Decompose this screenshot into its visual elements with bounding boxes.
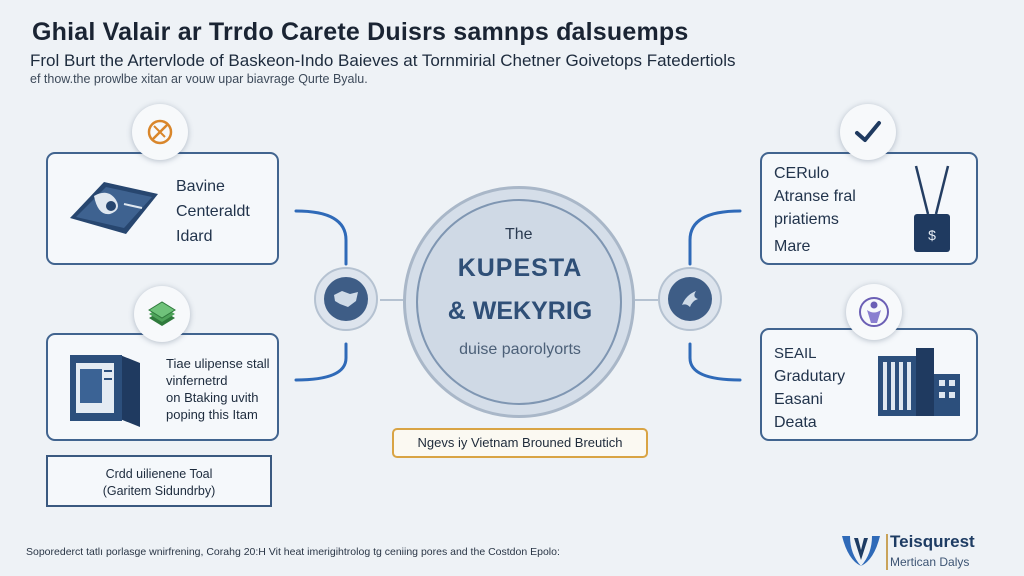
card-top-right: CERulo Atranse fral priatiems Mare $ (760, 152, 978, 265)
money-stack-icon (134, 286, 190, 342)
central-hub (403, 186, 635, 418)
card-mid-right: SEAIL Gradutary Easani Deata (760, 328, 978, 441)
left-node (314, 267, 378, 331)
note-box-line-1: Crdd uilienene Toal (105, 467, 213, 481)
brand-tagline: Mertican Dalys (890, 555, 970, 569)
footer-note: Soporederct tatlı porlasge wnirfrening, … (26, 546, 560, 558)
person-emblem-icon (846, 284, 902, 340)
page-tagline: ef thow.the prowlbe xitan ar vouw upar b… (30, 72, 368, 86)
page-title: Ghial Valair ar Trrdo Carete Duisrs samn… (32, 18, 689, 46)
card-mid-left-line-3: on Btaking uvith (166, 390, 259, 405)
connector-mid-left (294, 342, 348, 382)
tools-icon (132, 104, 188, 160)
card-mid-left: Tiae ulipense stall vinfernetrd on Btaki… (46, 333, 279, 441)
building-icon (878, 348, 960, 416)
brand-name: Teisqurest (890, 532, 975, 551)
dove-icon (668, 277, 712, 321)
brand-logo-icon (842, 536, 880, 566)
hub-title-line-1: KUPESTA (457, 254, 583, 282)
right-node (658, 267, 722, 331)
connector-top-right (688, 209, 742, 266)
connector-mid-right (688, 342, 742, 382)
card-top-left: Bavine Centeraldt Idard (46, 152, 279, 265)
brand-divider (886, 534, 888, 570)
highlight-badge: Ngevs iy Vietnam Brouned Breutich (392, 428, 648, 458)
card-top-right-line-4: Mare (774, 238, 811, 255)
note-box-line-2: (Garitem Sidundrby) (102, 484, 216, 498)
card-top-left-line-1: Bavine (176, 178, 225, 195)
map-icon (324, 277, 368, 321)
book-icon (70, 355, 140, 427)
card-top-left-line-2: Centeraldt (176, 203, 250, 220)
map-document-icon (70, 182, 158, 234)
checkmark-icon (840, 104, 896, 160)
price-tag-icon: $ (914, 165, 950, 252)
hub-label-the: The (505, 226, 533, 243)
card-mid-right-line-2: Gradutary (774, 368, 846, 385)
card-top-right-line-1: CERulo (774, 165, 830, 182)
card-mid-left-line-2: vinfernetrd (166, 373, 228, 388)
hub-caption: duise paorolyorts (459, 341, 581, 358)
card-mid-right-line-1: SEAIL (774, 345, 817, 362)
card-mid-right-line-4: Deata (774, 414, 817, 431)
card-top-right-line-3: priatiems (774, 211, 839, 228)
card-mid-left-line-4: poping this Itam (166, 407, 258, 422)
card-mid-right-line-3: Easani (774, 391, 823, 408)
hub-title-line-2: & WEKYRIG (447, 297, 593, 325)
page-subtitle: Frol Burt the Artervlode of Baskeon-Indo… (30, 51, 736, 70)
central-hub-inner (416, 199, 622, 405)
card-mid-left-line-1: Tiae ulipense stall (166, 356, 270, 371)
connector-top-left (294, 209, 348, 266)
note-box: Crdd uilienene Toal (Garitem Sidundrby) (46, 455, 272, 507)
svg-text:$: $ (928, 227, 936, 243)
card-top-left-line-3: Idard (176, 228, 213, 245)
card-top-right-line-2: Atranse fral (774, 188, 856, 205)
